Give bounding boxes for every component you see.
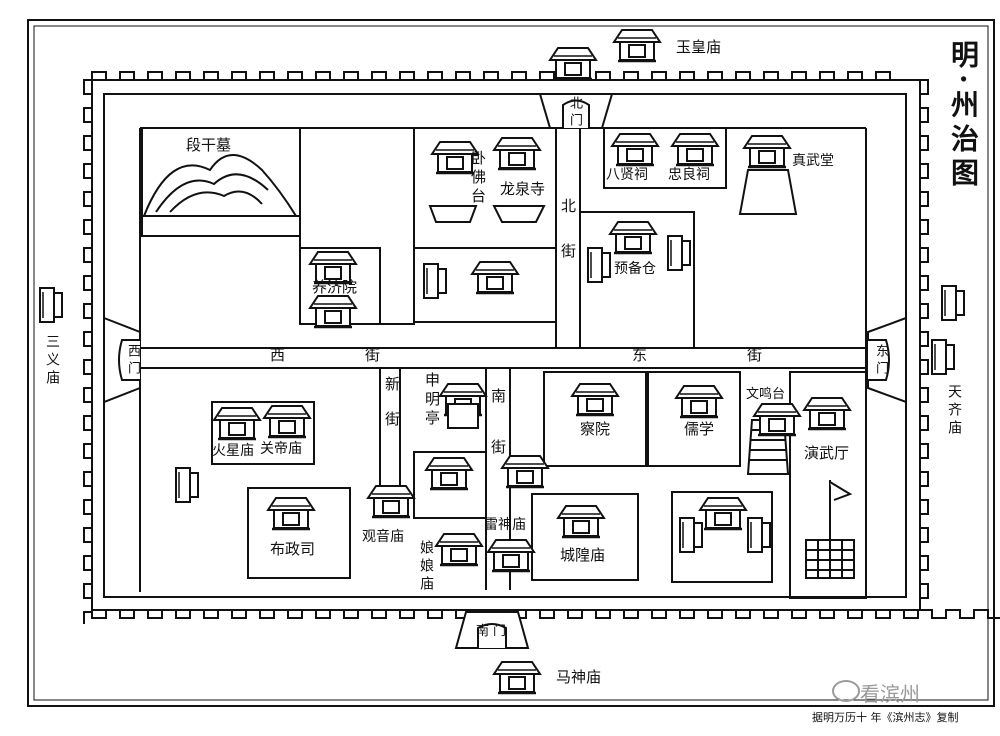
label-north-street: 北街	[559, 198, 577, 288]
map-title: 明·州治图	[947, 40, 980, 192]
flag-platform-icon	[805, 480, 855, 579]
label-south-gate: 南门	[476, 624, 511, 639]
label-new-street: 新街	[383, 376, 401, 446]
label-zhenwutang: 真武堂	[792, 153, 834, 169]
watermark: 看滨州	[860, 682, 920, 706]
chayuan-icon	[570, 382, 620, 417]
source-note: 据明万历十 年《滨州志》复制	[812, 711, 959, 724]
niangniangmiao-icon	[434, 532, 484, 567]
buzhengsi-compound	[247, 487, 351, 579]
east-south-compound	[671, 491, 773, 583]
guandimiao-icon	[262, 404, 312, 439]
label-tianqimiao: 天齐庙	[946, 384, 962, 438]
chayuan-compound	[543, 371, 647, 467]
yanwuting-compound	[789, 371, 867, 599]
shenming-south-compound	[413, 451, 487, 519]
label-south-street: 南街	[489, 388, 507, 490]
yanwuting-icon	[802, 396, 852, 431]
label-yangjiyuan: 养济院	[312, 278, 358, 296]
label-duanganmu: 段干墓	[186, 136, 232, 154]
label-chayuan: 察院	[580, 420, 611, 438]
north-center-side-icon	[423, 263, 447, 299]
label-sanyimiao: 三义庙	[44, 334, 60, 388]
chenghuangmiao-icon	[556, 504, 606, 539]
label-baxianci: 八贤祠	[606, 167, 648, 183]
label-zhongliangci: 忠良祠	[668, 167, 710, 183]
label-yubeicang: 预备仓	[614, 261, 656, 277]
label-huoxingmiao: 火星庙	[212, 443, 254, 459]
label-east-street: 东街	[632, 346, 863, 364]
wofotai-icon	[428, 140, 480, 223]
huoxing-guandi-compound	[211, 401, 315, 465]
north-tower-icon	[548, 46, 598, 81]
label-west-gate: 西门	[125, 344, 140, 378]
label-north-gate: 北门	[567, 96, 582, 130]
sanyimiao-icon	[39, 287, 63, 323]
duanganmu-mound-icon	[142, 154, 300, 217]
label-chenghuangmiao: 城隍庙	[560, 546, 606, 564]
shenmingting-icon	[438, 382, 488, 429]
label-buzhengsi: 布政司	[270, 540, 316, 558]
label-wenmingtai: 文鸣台	[746, 387, 786, 402]
label-guandimiao: 关帝庙	[260, 441, 302, 457]
label-niangniangmiao: 娘娘庙	[418, 540, 434, 594]
huoxingmiao-icon	[212, 406, 262, 441]
wenmingtai-icon	[746, 402, 802, 475]
label-east-gate: 东门	[873, 344, 888, 378]
longquansi-icon	[492, 136, 546, 223]
label-yuhuang: 玉皇庙	[676, 38, 722, 56]
yuhuang-temple-icon	[612, 28, 662, 63]
chenghuangmiao-compound	[531, 493, 639, 581]
leishenmiao-icon	[486, 538, 536, 573]
label-mashenmiao: 马神庙	[556, 668, 602, 686]
label-west-street: 西街	[270, 346, 461, 364]
yubeicang-compound	[579, 211, 695, 349]
east-gate	[867, 316, 907, 404]
wechat-icon	[832, 680, 860, 702]
north-center-hall-icon	[470, 260, 520, 295]
zhongliangci-icon	[670, 132, 720, 167]
south-gate	[454, 611, 530, 649]
tianqimiao-icon	[941, 285, 965, 321]
mashenmiao-icon	[492, 660, 542, 695]
south-street-hall-icon	[500, 454, 550, 489]
baxianci-compound	[603, 127, 727, 189]
ruxue-compound	[647, 371, 741, 467]
shenming-south-hall-icon	[424, 456, 474, 491]
west-side-shrine-icon	[175, 467, 199, 503]
east-south-hall-icon	[679, 496, 771, 553]
label-longquansi: 龙泉寺	[500, 180, 546, 198]
label-guanyinmiao: 观音庙	[362, 529, 404, 545]
north-gate	[538, 93, 614, 129]
buzhengsi-icon	[266, 496, 316, 531]
north-center-block	[413, 247, 557, 323]
label-shenmingting: 申明亭	[423, 372, 441, 429]
zhenwutang-icon	[738, 134, 798, 215]
label-wofotai: 卧佛台	[469, 150, 487, 207]
map-border	[27, 19, 995, 707]
west-gate	[103, 316, 141, 404]
label-ruxue: 儒学	[684, 420, 715, 438]
label-leishenmiao: 雷神庙	[484, 517, 526, 533]
east-outer-icon	[931, 339, 955, 375]
label-yanwuting: 演武厅	[804, 444, 850, 462]
baxianci-icon	[610, 132, 660, 167]
ruxue-icon	[674, 384, 724, 419]
guanyinmiao-icon	[366, 484, 416, 519]
